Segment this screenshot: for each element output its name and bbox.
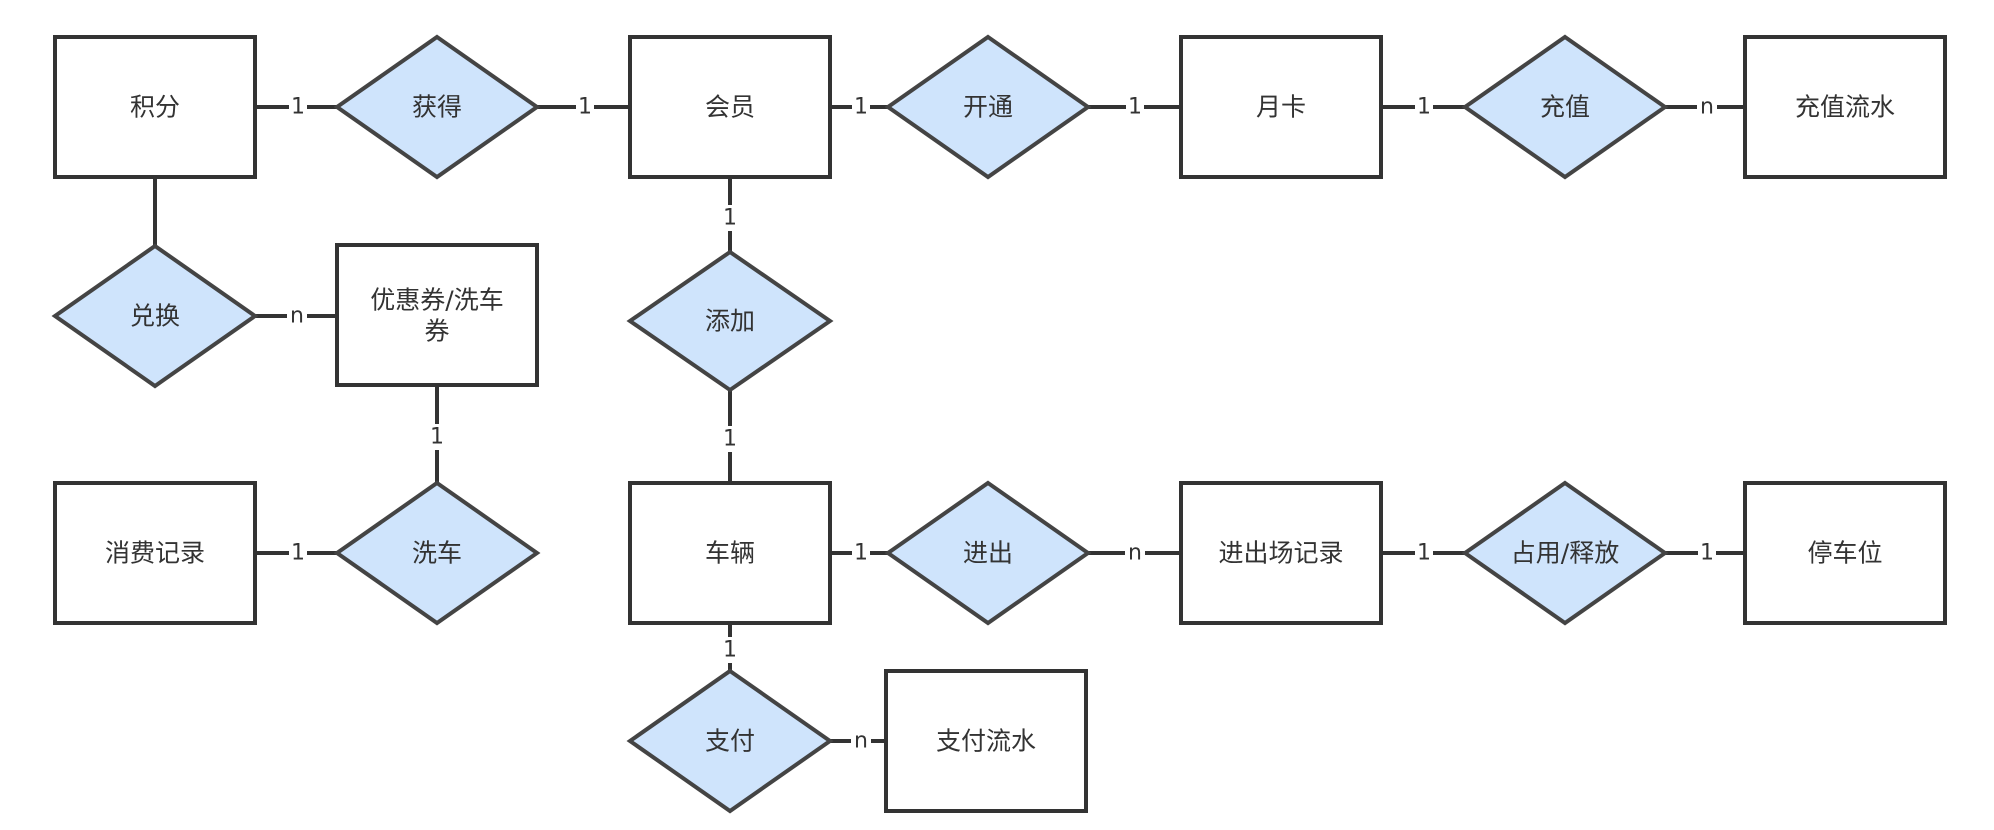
cardinality-occupy-parking-space: 1 (1700, 541, 1714, 566)
entity-member[interactable]: 会员 (628, 35, 832, 179)
entity-member-label: 会员 (705, 93, 755, 122)
relationship-open-label: 开通 (963, 93, 1013, 122)
relationship-obtain-label: 获得 (412, 93, 462, 122)
relationship-occupy-release-label: 占用/释放 (1511, 539, 1619, 568)
entity-consumption-record-label: 消费记录 (105, 539, 205, 568)
cardinality-member-open: 1 (854, 95, 868, 120)
relationship-obtain[interactable]: 获得 (333, 34, 541, 180)
entity-payment-flow-label: 支付流水 (936, 727, 1036, 756)
cardinality-member-add: 1 (723, 206, 737, 231)
cardinality-add-vehicle: 1 (723, 427, 737, 452)
relationship-recharge-label: 充值 (1540, 93, 1590, 122)
relationship-pay-label: 支付 (705, 727, 755, 756)
entity-recharge-flow[interactable]: 充值流水 (1743, 35, 1947, 179)
entity-consumption-record[interactable]: 消费记录 (53, 481, 257, 625)
relationships: 获得 开通 充值 兑换 添加 洗车 进出 占用/释放 (51, 34, 1669, 814)
cardinality-coupon-car-wash: 1 (430, 425, 444, 450)
entity-payment-flow[interactable]: 支付流水 (884, 669, 1088, 813)
entity-parking-space[interactable]: 停车位 (1743, 481, 1947, 625)
cardinality-recharge-flow: n (1700, 95, 1714, 120)
relationship-open[interactable]: 开通 (884, 34, 1092, 180)
relationship-add-label: 添加 (705, 307, 755, 336)
relationship-car-wash-label: 洗车 (412, 539, 462, 568)
cardinality-monthly-card-recharge: 1 (1417, 95, 1431, 120)
relationship-entry-exit[interactable]: 进出 (884, 480, 1092, 626)
cardinality-open-monthly-card: 1 (1128, 95, 1142, 120)
entity-points-label: 积分 (130, 93, 180, 122)
relationship-exchange[interactable]: 兑换 (51, 243, 259, 389)
cardinality-exchange-coupon: n (290, 304, 304, 329)
relationship-exchange-label: 兑换 (130, 302, 180, 331)
cardinality-vehicle-pay: 1 (723, 638, 737, 663)
entity-parking-space-label: 停车位 (1807, 539, 1882, 568)
entity-entry-exit-record-label: 进出场记录 (1218, 539, 1343, 568)
cardinality-consumption-car-wash: 1 (291, 541, 305, 566)
relationship-recharge[interactable]: 充值 (1461, 34, 1669, 180)
entity-coupon-label-line2: 券 (424, 317, 449, 346)
cardinality-entry-exit-record: n (1128, 541, 1142, 566)
entities: 积分 会员 月卡 充值流水 优惠券/洗车 券 消费记录 车辆 进出 (53, 35, 1947, 813)
entity-monthly-card[interactable]: 月卡 (1179, 35, 1383, 179)
entity-monthly-card-label: 月卡 (1256, 93, 1306, 122)
cardinality-points-obtain: 1 (291, 95, 305, 120)
connectors (153, 105, 1745, 743)
cardinality-labels: 1 1 1 1 1 n n 1 1 1 1 1 n 1 1 1 n (287, 94, 1717, 754)
entity-points[interactable]: 积分 (53, 35, 257, 179)
entity-vehicle-label: 车辆 (705, 539, 755, 568)
relationship-add[interactable]: 添加 (626, 249, 834, 393)
entity-recharge-flow-label: 充值流水 (1795, 93, 1895, 122)
relationship-occupy-release[interactable]: 占用/释放 (1461, 480, 1669, 626)
relationship-pay[interactable]: 支付 (626, 668, 834, 814)
entity-coupon-label-line1: 优惠券/洗车 (370, 286, 503, 315)
cardinality-obtain-member: 1 (578, 95, 592, 120)
cardinality-vehicle-entry-exit: 1 (854, 541, 868, 566)
cardinality-pay-payment-flow: n (854, 729, 868, 754)
cardinality-record-occupy: 1 (1417, 541, 1431, 566)
entity-coupon[interactable]: 优惠券/洗车 券 (335, 243, 539, 387)
relationship-entry-exit-label: 进出 (963, 539, 1013, 568)
entity-vehicle[interactable]: 车辆 (628, 481, 832, 625)
entity-entry-exit-record[interactable]: 进出场记录 (1179, 481, 1383, 625)
relationship-car-wash[interactable]: 洗车 (333, 480, 541, 626)
